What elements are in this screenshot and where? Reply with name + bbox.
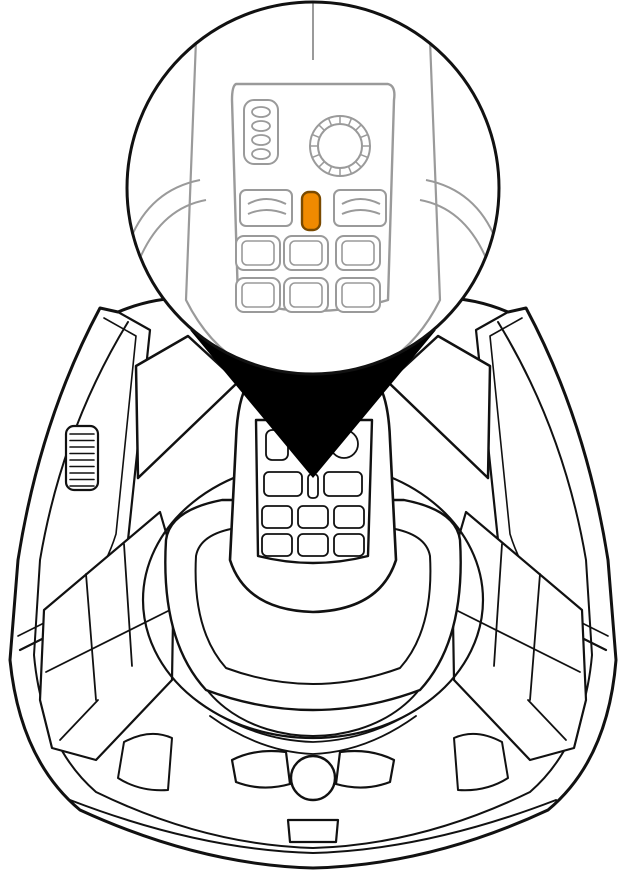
knob-ridge (311, 133, 320, 139)
front-right-bump (453, 732, 509, 792)
knob-ridge (327, 117, 333, 126)
magnifier-ring (125, 0, 501, 376)
magnified-grid-button-inner (341, 240, 375, 266)
knob-ridge (311, 153, 320, 159)
magnified-left-rocker (239, 189, 293, 227)
magnified-grid-button-inner (241, 240, 275, 266)
magnified-grid-button-inner (341, 282, 375, 308)
ladder-rung (251, 106, 271, 118)
magnifier-circle (125, 0, 501, 376)
knob-ridge (355, 124, 362, 131)
magnified-ladder-hat (243, 99, 279, 165)
head-left-rocker (263, 471, 303, 497)
head-grid-button (261, 505, 293, 529)
ladder-rung (251, 120, 271, 132)
head-right-rocker (323, 471, 363, 497)
head-grid-button (297, 505, 329, 529)
knob-ridge (355, 161, 362, 168)
left-thumb-wheel (64, 424, 100, 492)
front-right-pad (334, 749, 396, 789)
magnified-grid-button (283, 277, 329, 313)
knob-ridge (360, 153, 369, 159)
front-center-button (289, 754, 337, 802)
stick-head-buttons (261, 429, 365, 557)
right-button-block (450, 510, 588, 762)
knob-ridge (327, 166, 333, 175)
knob-ridge (347, 117, 353, 126)
magnified-right-rocker (333, 189, 387, 227)
magnified-base-arc-right-2 (419, 199, 487, 259)
magnified-grid-button (335, 235, 381, 271)
magnified-base-arc-left-2 (139, 199, 207, 259)
knob-ridge (318, 161, 325, 168)
magnified-grid-button-inner (241, 282, 275, 308)
magnified-grid-button (335, 277, 381, 313)
head-grid-button (261, 533, 293, 557)
knob-ridge (347, 166, 353, 175)
magnified-knurled-knob (309, 115, 371, 177)
magnified-grid-button-inner (289, 282, 323, 308)
magnified-grid-button (283, 235, 329, 271)
head-grid-button (297, 533, 329, 557)
magnified-button-grid (235, 235, 381, 313)
left-button-block (38, 510, 176, 762)
boot-folds (195, 699, 431, 755)
magnifier-callout-pointer (190, 330, 436, 478)
front-bottom-tab (286, 818, 340, 844)
head-grid-button (333, 533, 365, 557)
ladder-rung (251, 148, 271, 160)
front-left-pad (230, 749, 292, 789)
magnified-base-arc-left (129, 179, 201, 241)
knob-ridge (318, 124, 325, 131)
magnified-base-arc-right (425, 179, 497, 241)
front-left-bump (117, 732, 173, 792)
magnified-grid-button (235, 277, 281, 313)
magnified-grid-button-inner (289, 240, 323, 266)
knob-ridge (360, 133, 369, 139)
joystick-stick (228, 368, 398, 614)
highlighted-center-toggle (300, 190, 322, 232)
ladder-rung (251, 134, 271, 146)
head-grid-button (333, 505, 365, 529)
base-inner-rim (33, 321, 593, 849)
magnified-grid-button (235, 235, 281, 271)
base-bottom-lip (69, 799, 557, 854)
